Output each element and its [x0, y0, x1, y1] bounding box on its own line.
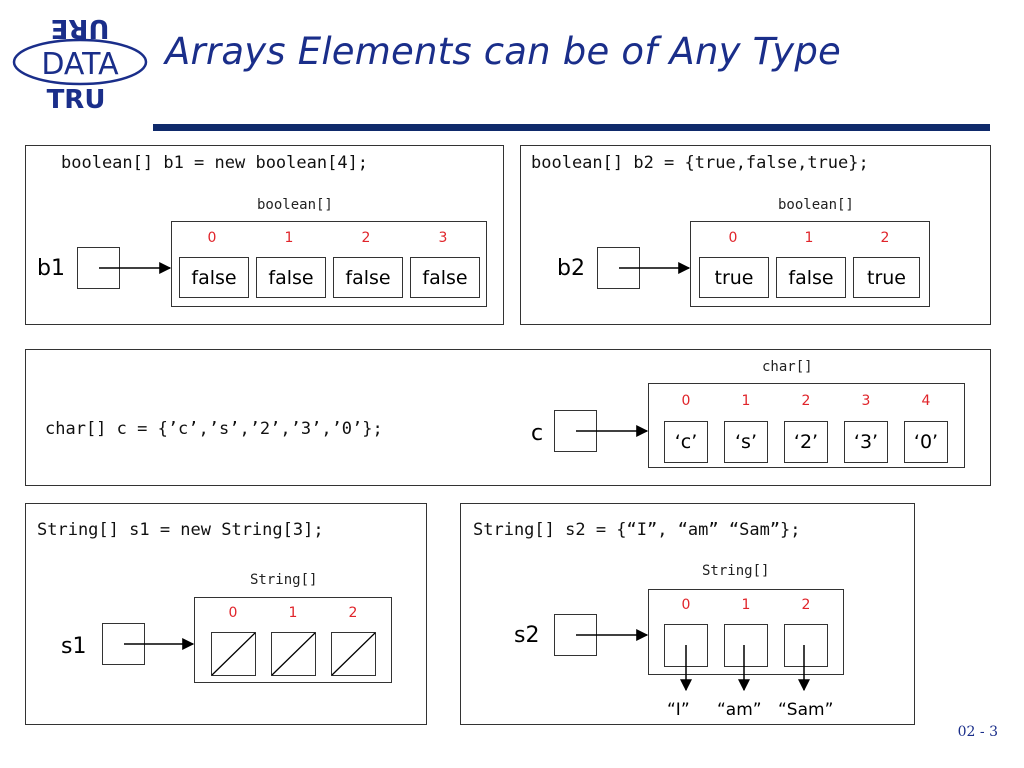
cell-s2-0 [664, 624, 708, 667]
logo-text-top: URE [51, 13, 110, 43]
cell-b1-1: false [256, 257, 326, 298]
cell-s2-1 [724, 624, 768, 667]
var-name-s1: s1 [61, 634, 87, 659]
var-name-s2: s2 [514, 623, 540, 648]
type-label-c: char[] [762, 359, 813, 375]
logo-ellipse [12, 38, 148, 86]
cell-b2-1: false [776, 257, 846, 298]
var-name-c: c [531, 421, 544, 446]
var-name-b1: b1 [37, 256, 65, 281]
page-number: 02 - 3 [957, 724, 998, 740]
index-c-0: 0 [681, 393, 691, 409]
index-b1-3: 3 [438, 230, 448, 246]
cell-b2-2: true [853, 257, 920, 298]
logo-text-middle: DATA [41, 47, 119, 82]
ref-box-b1 [77, 247, 120, 289]
data-structures-logo: URE DATA TRU [12, 13, 148, 110]
var-name-b2: b2 [557, 256, 585, 281]
cell-b1-0: false [179, 257, 249, 298]
index-b2-0: 0 [728, 230, 738, 246]
cell-s1-0-null [211, 632, 256, 676]
index-b2-2: 2 [880, 230, 890, 246]
type-label-s1: String[] [250, 572, 318, 588]
cell-c-1: ‘s’ [724, 421, 768, 463]
index-c-4: 4 [921, 393, 931, 409]
cell-b1-2: false [333, 257, 403, 298]
cell-c-2: ‘2’ [784, 421, 828, 463]
index-b1-0: 0 [207, 230, 217, 246]
type-label-s2: String[] [702, 563, 770, 579]
cell-b2-0: true [699, 257, 769, 298]
cell-c-3: ‘3’ [844, 421, 888, 463]
code-b1: boolean[] b1 = new boolean[4]; [61, 153, 369, 173]
cell-c-0: ‘c’ [664, 421, 708, 463]
index-b1-1: 1 [284, 230, 294, 246]
cell-s2-2 [784, 624, 828, 667]
logo-text-bottom: TRU [47, 85, 106, 110]
index-s2-2: 2 [801, 597, 811, 613]
code-b2: boolean[] b2 = {true,false,true}; [531, 153, 869, 173]
index-c-2: 2 [801, 393, 811, 409]
index-s2-1: 1 [741, 597, 751, 613]
title-underline [153, 124, 990, 131]
type-label-b1: boolean[] [257, 197, 333, 213]
code-s2: String[] s2 = {“I”, “am” “Sam”}; [473, 520, 801, 540]
index-s1-0: 0 [228, 605, 238, 621]
ref-box-c [554, 410, 597, 452]
cell-c-4: ‘0’ [904, 421, 948, 463]
index-b1-2: 2 [361, 230, 371, 246]
index-s1-1: 1 [288, 605, 298, 621]
string-label-0: “I” [667, 700, 690, 720]
string-label-1: “am” [717, 700, 762, 720]
ref-box-s2 [554, 614, 597, 656]
page-title: Arrays Elements can be of Any Type [165, 30, 841, 73]
index-b2-1: 1 [804, 230, 814, 246]
index-c-1: 1 [741, 393, 751, 409]
code-c: char[] c = {’c’,’s’,’2’,’3’,’0’}; [45, 419, 383, 439]
index-s1-2: 2 [348, 605, 358, 621]
type-label-b2: boolean[] [778, 197, 854, 213]
index-s2-0: 0 [681, 597, 691, 613]
cell-b1-3: false [410, 257, 480, 298]
code-s1: String[] s1 = new String[3]; [37, 520, 324, 540]
ref-box-b2 [597, 247, 640, 289]
cell-s1-2-null [331, 632, 376, 676]
string-label-2: “Sam” [778, 700, 834, 720]
index-c-3: 3 [861, 393, 871, 409]
ref-box-s1 [102, 623, 145, 665]
cell-s1-1-null [271, 632, 316, 676]
